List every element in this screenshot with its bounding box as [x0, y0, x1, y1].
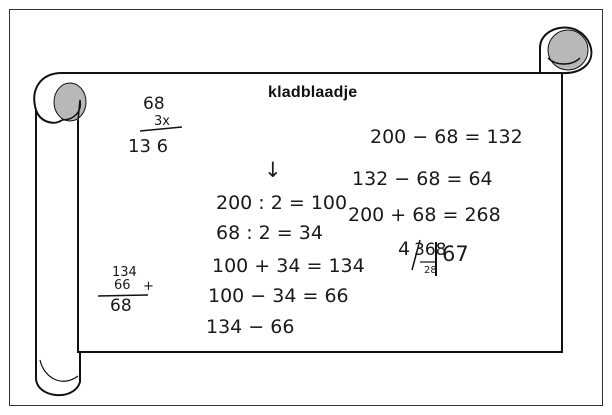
right-line-1: 200 − 68 = 132	[370, 126, 523, 148]
middle-line-5: 134 − 66	[206, 316, 295, 338]
left-top-num2: 3x	[154, 114, 170, 129]
right-line-2: 132 − 68 = 64	[352, 168, 493, 190]
left-bottom-rule	[97, 294, 149, 297]
middle-line-2: 68 : 2 = 34	[216, 222, 323, 244]
division-divisor: 4	[398, 238, 411, 260]
left-top-rule	[139, 126, 183, 132]
scroll-body	[62, 72, 563, 353]
middle-line-3: 100 + 34 = 134	[212, 255, 365, 277]
left-bottom-result: 68	[110, 296, 132, 316]
left-top-num1: 68	[143, 94, 165, 114]
left-bottom-a: 134	[112, 265, 137, 280]
division-slash	[411, 239, 421, 271]
middle-arrow: ↓	[264, 158, 282, 182]
left-roll-shade	[53, 82, 87, 122]
left-roll-tube	[35, 110, 81, 397]
middle-line-1: 200 : 2 = 100	[216, 192, 348, 214]
top-right-curl	[539, 26, 593, 75]
left-top-result: 13 6	[128, 136, 169, 157]
right-line-3: 200 + 68 = 268	[348, 204, 501, 226]
page-frame	[9, 9, 603, 406]
left-bottom-plus: +	[143, 279, 154, 294]
division-dividend: 368	[414, 240, 447, 260]
middle-line-4: 100 − 34 = 66	[208, 285, 349, 307]
division-remainder: 28	[424, 265, 437, 276]
division-quotient: 67	[442, 242, 469, 266]
sheet-title: kladblaadje	[268, 84, 358, 101]
left-bottom-b: 66	[114, 278, 131, 293]
